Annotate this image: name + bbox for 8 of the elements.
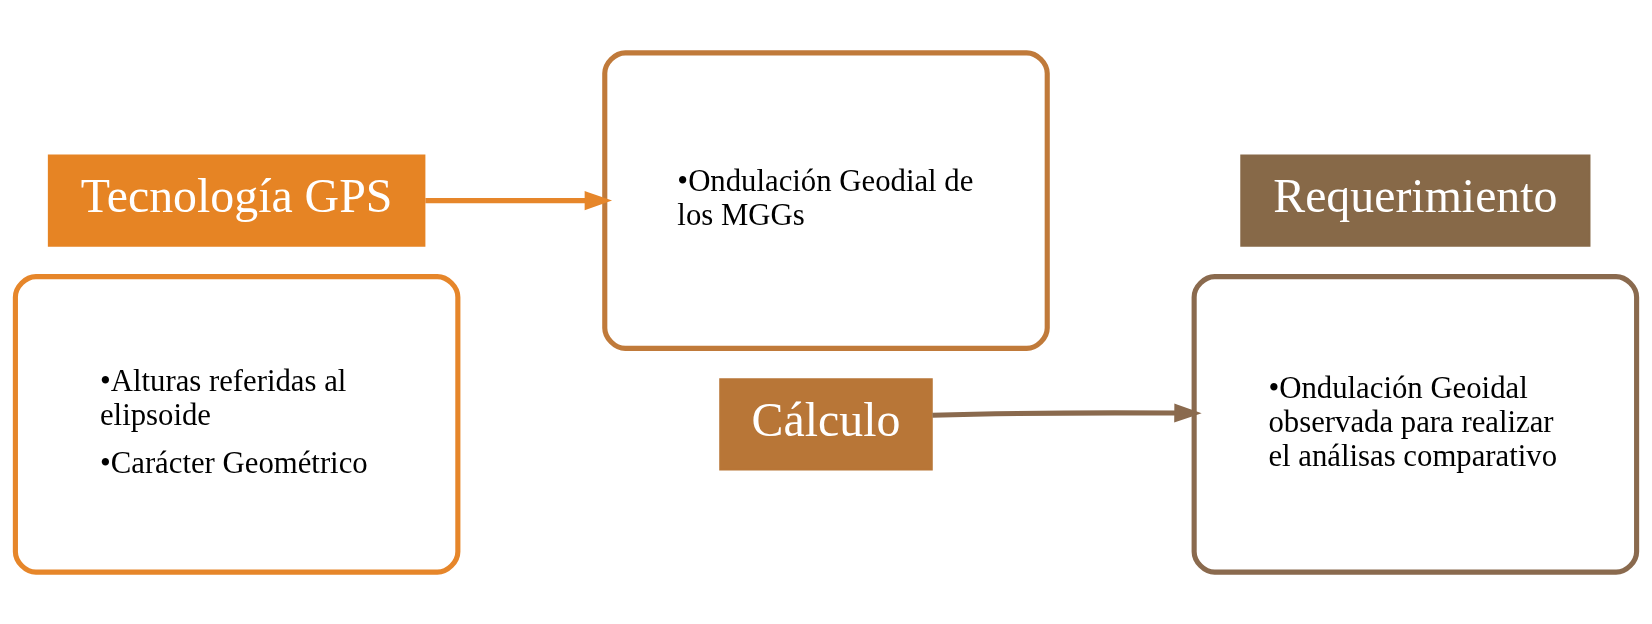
node-box: Requerimiento	[1240, 153, 1591, 247]
arrow	[425, 190, 613, 210]
node-box: •Alturas referidas al elipsoide •Carácter Geométrico	[12, 273, 461, 575]
node-box: Cálculo	[719, 377, 933, 471]
node-box: •Ondulación Geodial de los MGGs	[602, 49, 1050, 351]
node-box: •Ondulación Geoidal observada para realizar el análisas comparativo	[1191, 273, 1640, 575]
node-box: Tecnología GPS	[47, 153, 426, 247]
arrow	[932, 402, 1202, 423]
